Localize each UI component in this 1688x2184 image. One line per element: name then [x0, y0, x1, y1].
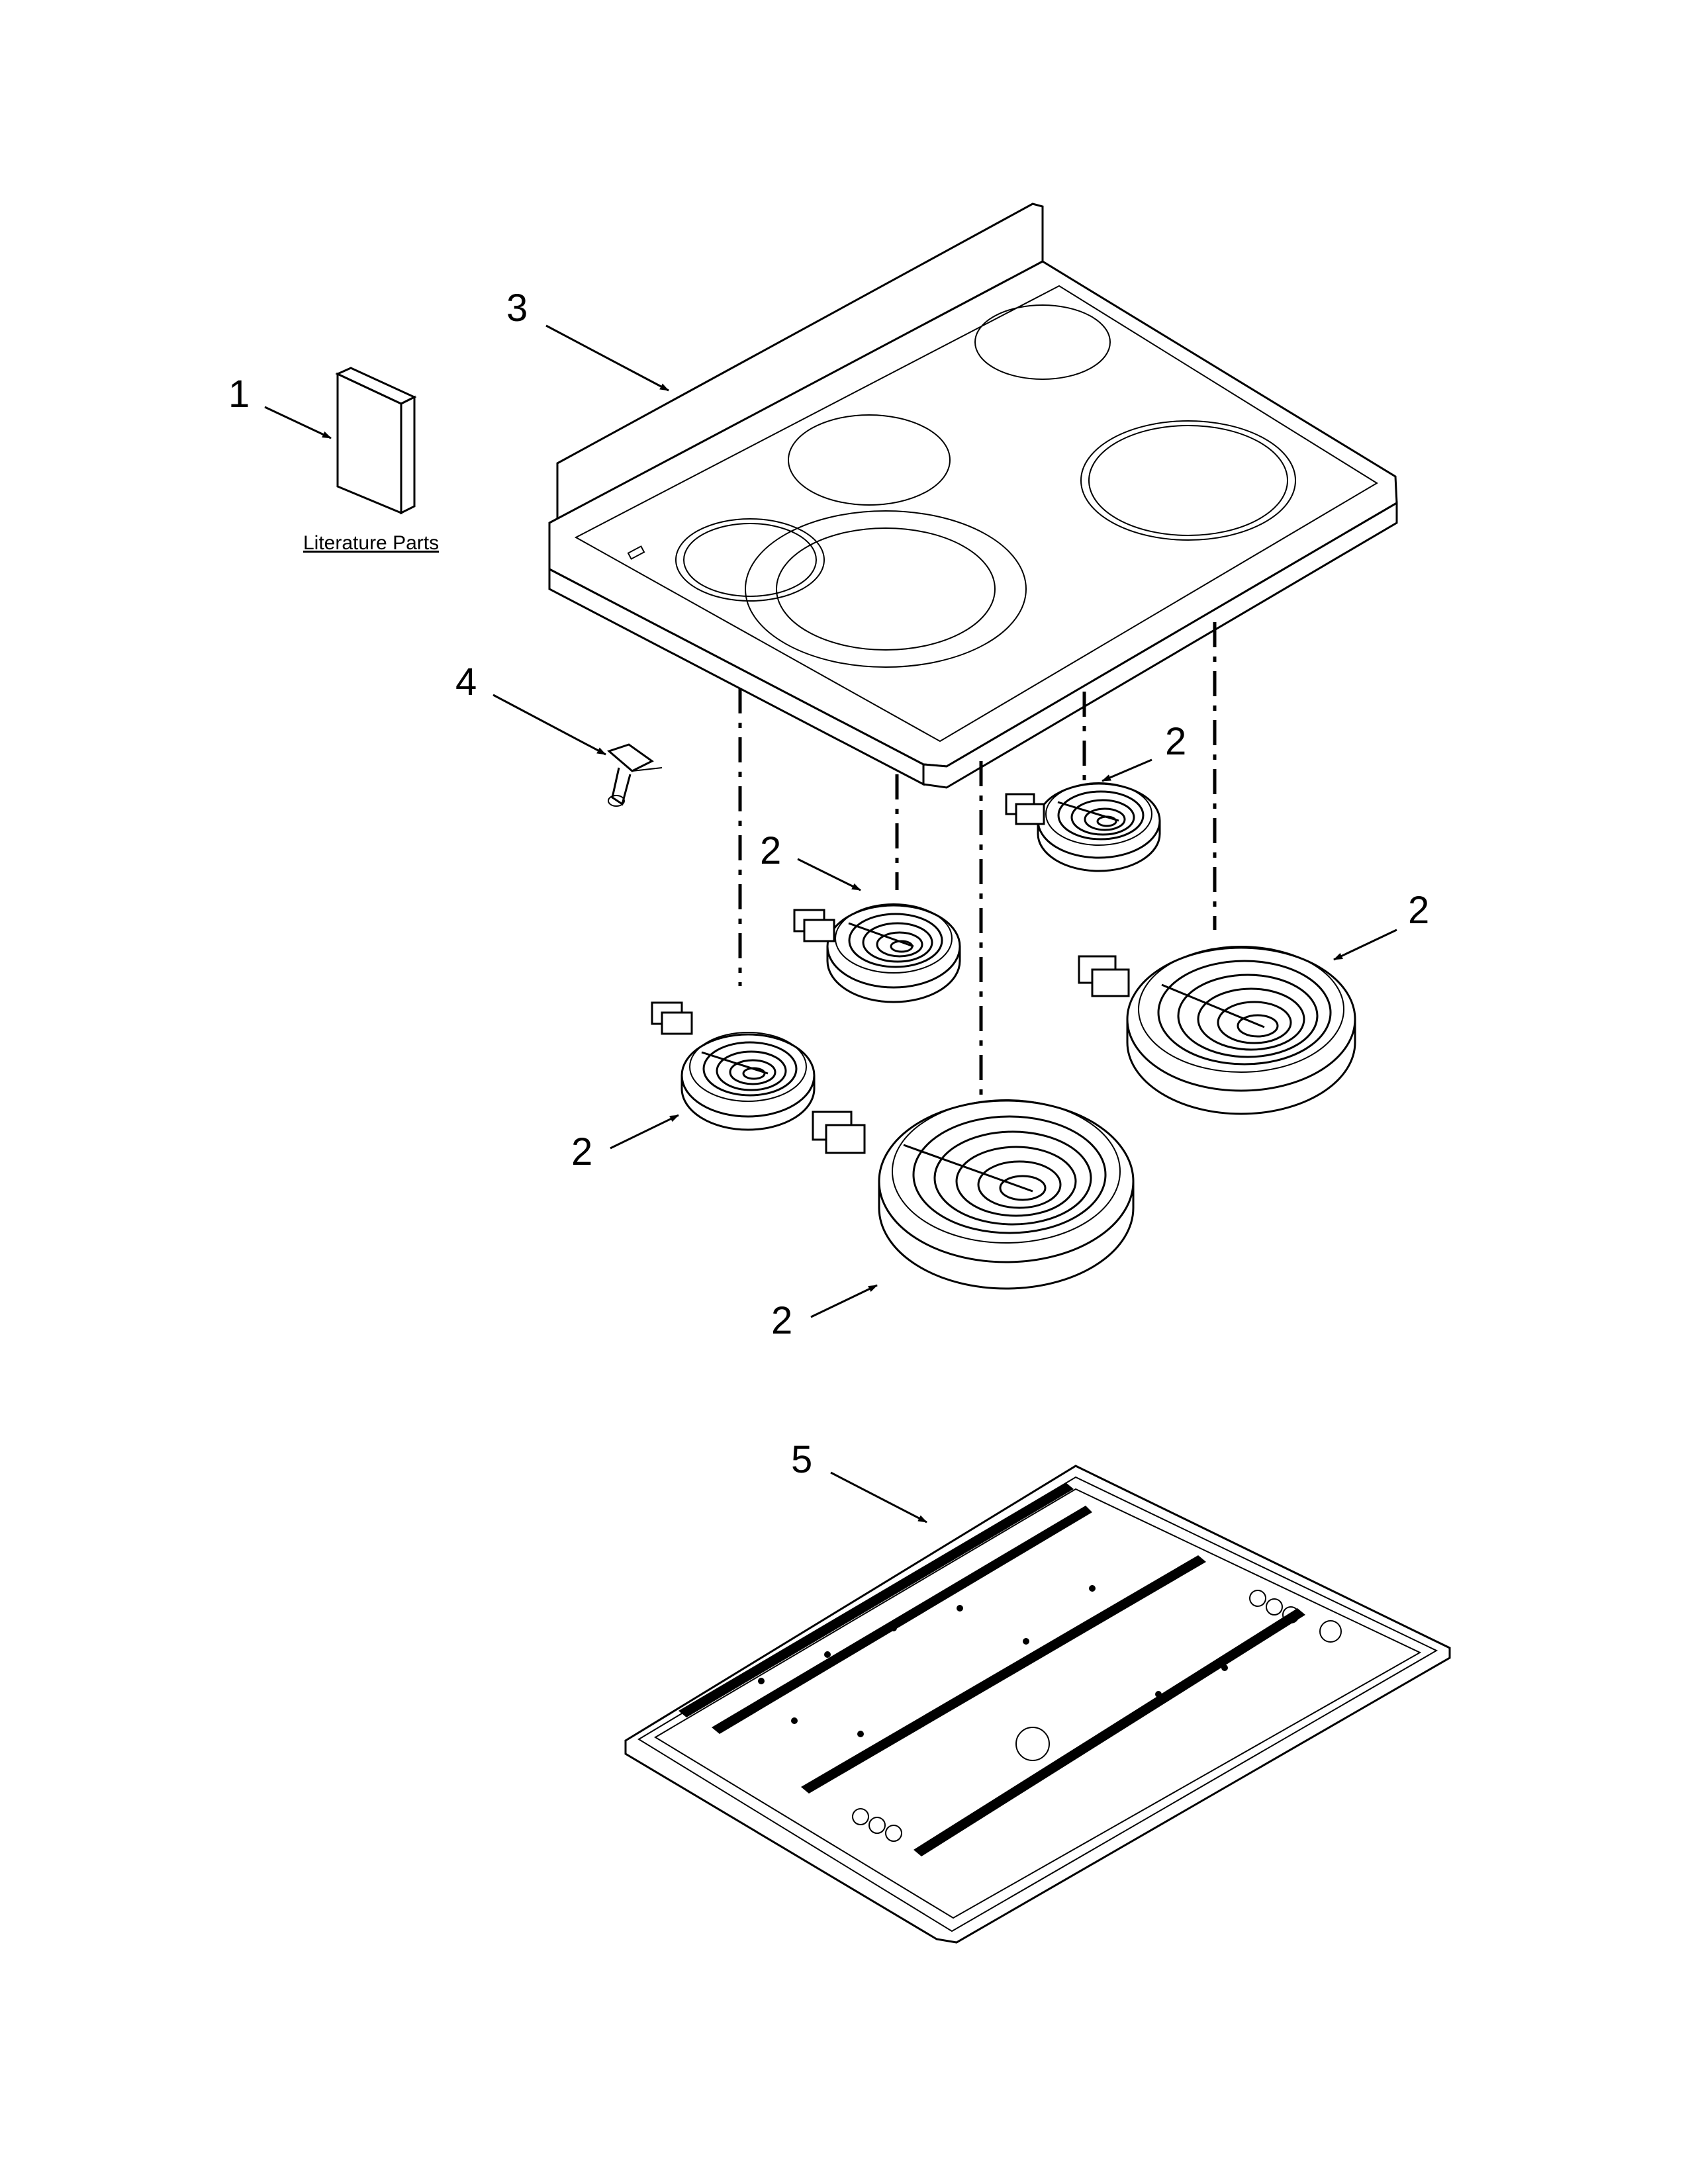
callout-5: 5	[791, 1438, 812, 1481]
heating-element-small-right	[1005, 782, 1161, 872]
callout-2-left: 2	[571, 1130, 592, 1173]
cooktop-glass	[548, 203, 1398, 789]
callout-2-top-right: 2	[1165, 720, 1186, 763]
callout-2-bottom: 2	[771, 1299, 792, 1342]
literature-book	[335, 367, 417, 515]
heating-element-large-right	[1078, 946, 1356, 1115]
guide-lines	[738, 622, 1217, 1152]
callout-2-middle: 2	[760, 829, 781, 872]
heating-element-small-left	[651, 1001, 816, 1131]
callout-1: 1	[228, 373, 250, 416]
leader-arrows	[264, 324, 1397, 1524]
callout-4: 4	[455, 660, 477, 704]
burner-box-tray	[624, 1465, 1451, 1944]
heating-element-large-bottom	[812, 1099, 1135, 1290]
callout-3: 3	[506, 287, 528, 330]
heating-element-small-middle	[793, 903, 961, 1003]
clip-part	[607, 743, 663, 807]
literature-parts-label: Literature Parts	[303, 532, 439, 554]
callout-2-right: 2	[1408, 889, 1429, 932]
